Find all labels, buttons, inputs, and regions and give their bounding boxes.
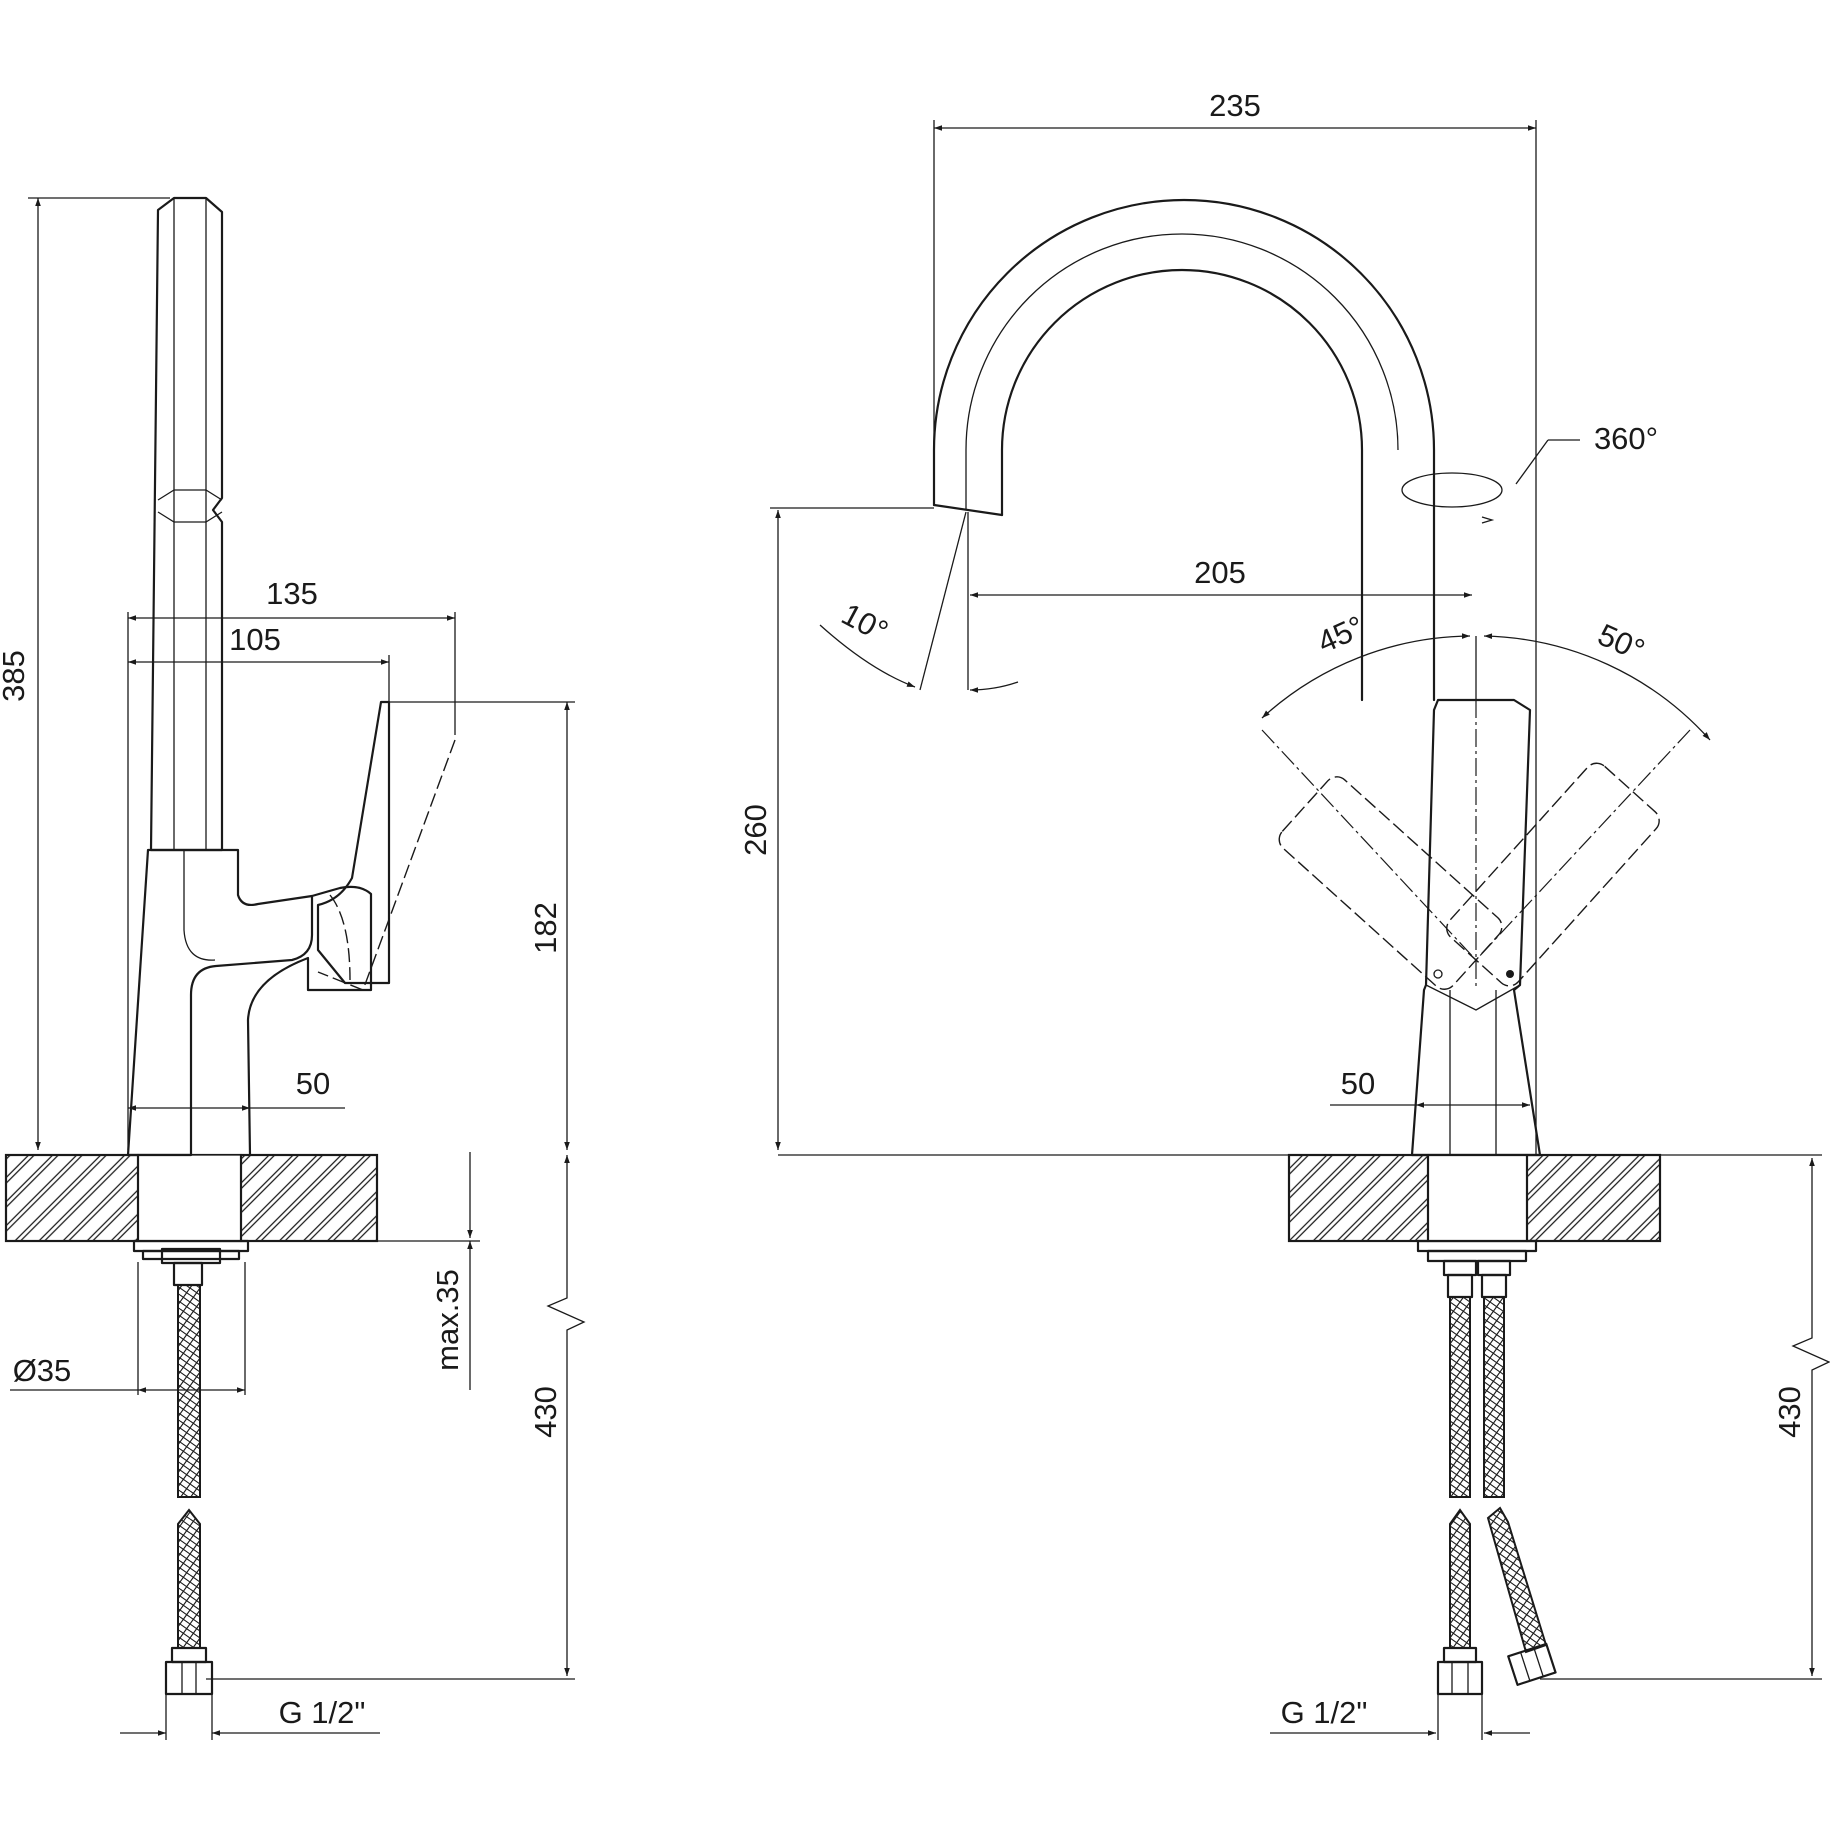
side-view: 385 135 105 182 50 — [0, 196, 586, 1740]
body — [126, 848, 373, 1157]
dim-260-label: 260 — [738, 804, 773, 856]
front-view: 235 360° 260 205 10° — [738, 88, 1830, 1740]
swivel-360-label: 360° — [1594, 421, 1658, 456]
dim-50-front: 50 — [1330, 1066, 1530, 1108]
dim-235-label: 235 — [1209, 88, 1261, 123]
dim-max35: max.35 — [377, 1152, 480, 1390]
thread-front-label: G 1/2" — [1281, 1695, 1368, 1730]
dim-205: 205 — [967, 512, 1472, 690]
lever-angle-left-label: 45° — [1312, 609, 1369, 660]
dim-thread-front: G 1/2" — [1270, 1694, 1530, 1740]
lever-angle-right-label: 50° — [1593, 617, 1650, 668]
dim-diameter-35-label: Ø35 — [13, 1353, 72, 1388]
dim-50-side: 50 — [128, 1066, 345, 1111]
dim-50-front-label: 50 — [1341, 1066, 1375, 1101]
dim-182: 182 — [389, 701, 575, 1150]
dim-430-front: 430 — [1540, 1154, 1830, 1680]
dim-105-label: 105 — [229, 622, 281, 657]
dim-diameter-35: Ø35 — [10, 1262, 246, 1395]
countertop-section — [4, 1153, 379, 1243]
dim-385-label: 385 — [0, 650, 31, 702]
countertop-section-front — [1287, 1153, 1662, 1243]
dim-182-label: 182 — [528, 902, 563, 954]
dim-430-front-label: 430 — [1772, 1386, 1807, 1438]
tilt-10: 10° — [819, 511, 1019, 693]
swivel-360: 360° — [1401, 421, 1658, 524]
dim-260: 260 — [738, 507, 1289, 1156]
dim-105: 105 — [128, 622, 390, 702]
spout — [149, 196, 224, 852]
dim-205-label: 205 — [1194, 555, 1246, 590]
dim-thread-side: G 1/2" — [120, 1694, 380, 1740]
dim-430-side: 430 — [206, 1155, 586, 1680]
lever-swing-positions — [1261, 729, 1691, 990]
mounting-nut — [132, 1239, 250, 1287]
lever-handle — [316, 700, 456, 991]
dim-50-side-label: 50 — [296, 1066, 330, 1101]
supply-hoses-front — [1436, 1273, 1557, 1696]
dim-430-side-label: 430 — [528, 1386, 563, 1438]
dim-135-label: 135 — [266, 576, 318, 611]
dim-max35-label: max.35 — [430, 1269, 465, 1371]
supply-hose — [164, 1284, 214, 1696]
dim-135: 135 — [127, 576, 456, 1150]
tilt-10-label: 10° — [836, 596, 894, 649]
thread-side-label: G 1/2" — [279, 1695, 366, 1730]
lever-angles: 45° 50° — [1261, 609, 1711, 741]
mounting-nut-front — [1416, 1239, 1538, 1277]
dim-385: 385 — [0, 197, 170, 1150]
body-front — [1410, 698, 1542, 1157]
swan-neck-spout — [932, 198, 1436, 702]
